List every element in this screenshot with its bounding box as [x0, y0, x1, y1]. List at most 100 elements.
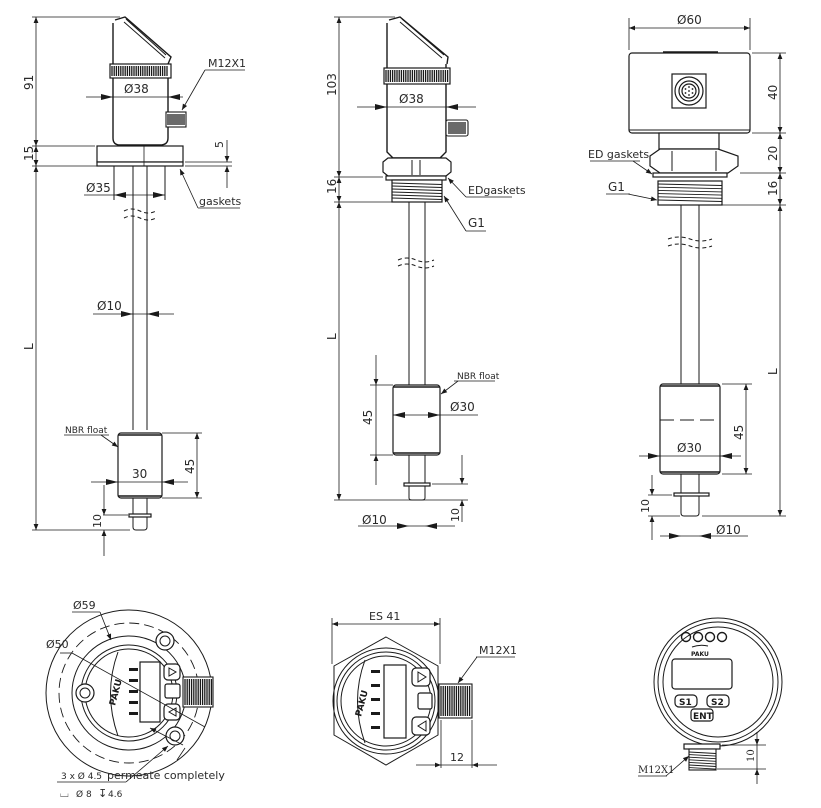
- pattern-line: [688, 764, 717, 767]
- dim-head-diameter: Ø38: [124, 82, 149, 96]
- dim-16: 16: [325, 179, 339, 194]
- hex-nut: [649, 148, 739, 174]
- pattern-line: [657, 199, 723, 202]
- dim-float-diameter: Ø30: [677, 441, 702, 455]
- button-s1-label: S1: [679, 698, 692, 708]
- dim-tip-length: 10: [639, 499, 652, 513]
- button-s1[interactable]: [674, 694, 698, 708]
- label-g1: G1: [608, 180, 625, 194]
- float: [659, 383, 721, 475]
- note-depth: 4.6: [108, 790, 123, 800]
- counterbore-symbol: ⌴: [60, 787, 69, 800]
- dim-head-diameter: Ø38: [399, 92, 424, 106]
- pattern-line: [688, 756, 717, 760]
- pattern-line: [391, 197, 443, 200]
- dim-connector-length: 10: [746, 749, 757, 762]
- connector-pin: [684, 88, 687, 90]
- pattern-line: [391, 185, 443, 188]
- nbr-float: [392, 384, 441, 456]
- note-permeate: permeate completely: [107, 769, 225, 782]
- led-indicator: [716, 631, 728, 643]
- led-marker: [129, 679, 138, 682]
- led-indicator: [704, 631, 716, 643]
- dim-housing-height: 40: [766, 85, 780, 100]
- led-marker: [129, 701, 138, 704]
- dim-91: 91: [22, 75, 36, 90]
- label-float: NBR float: [65, 426, 108, 436]
- dim-L: L: [22, 343, 36, 350]
- dim-rod-diameter: Ø10: [716, 523, 741, 537]
- leader-d50: [71, 652, 206, 728]
- dim-103: 103: [325, 73, 339, 96]
- dim-thread-height: 16: [766, 181, 780, 196]
- led-marker: [371, 726, 380, 729]
- dim-inner-diameter: Ø50: [46, 638, 69, 651]
- dim-L: L: [325, 333, 339, 340]
- bolt-hole: [165, 726, 185, 746]
- gasket: [96, 161, 184, 167]
- dim-connector-length: 12: [450, 751, 464, 764]
- connector-pin: [688, 86, 690, 88]
- connector-knurl: [167, 114, 185, 125]
- label-connector: M12X1: [208, 57, 246, 70]
- button-down: [411, 716, 431, 736]
- dim-flange-diameter: Ø35: [86, 181, 111, 195]
- led-marker: [371, 670, 380, 673]
- button-s2-label: S2: [711, 698, 724, 708]
- label-ed-gaskets: ED gaskets: [588, 148, 649, 161]
- dim-L: L: [766, 368, 780, 375]
- dim-neck-height: 20: [766, 146, 780, 161]
- dim-rod-diameter: Ø10: [362, 513, 387, 527]
- m12-connector: [438, 683, 473, 719]
- pattern-line: [688, 751, 717, 754]
- dim-housing-diameter: Ø60: [677, 13, 702, 27]
- dim-tip-length: 10: [449, 508, 462, 522]
- label-float: NBR float: [457, 372, 500, 382]
- dim-float-height: 45: [183, 459, 197, 474]
- led-marker: [371, 684, 380, 687]
- pattern-line: [688, 759, 717, 762]
- view-hex-top: PAKU ES 41 M12X1 12: [331, 610, 517, 768]
- lcd-window: [139, 661, 161, 723]
- dim-tip-length: 10: [91, 514, 104, 528]
- brand-logo: PAKU: [691, 651, 709, 658]
- break-mark: [123, 208, 157, 221]
- break-mark: [397, 257, 435, 269]
- break-mark: [667, 236, 713, 249]
- connector-knurl: [184, 679, 213, 705]
- pattern-line: [688, 767, 717, 770]
- view-round-top: PAKU S1 S2 ENT M12X1 10: [638, 617, 783, 784]
- note-counterbore-diameter: Ø 8: [76, 789, 92, 800]
- pattern-line: [391, 191, 443, 194]
- hex-outline: [333, 636, 439, 766]
- connector-pin: [691, 88, 694, 90]
- dim-across-flats: ES 41: [369, 610, 400, 623]
- status-leds: [371, 670, 380, 729]
- connector-pins: [684, 86, 694, 96]
- connector-pin: [688, 94, 690, 96]
- m12-connector: [688, 748, 717, 771]
- connector-knurl: [440, 686, 471, 716]
- pattern-line: [657, 189, 723, 193]
- button-s2[interactable]: [706, 694, 730, 708]
- depth-symbol: ↧: [98, 787, 107, 800]
- head-body: [112, 16, 172, 146]
- thread-lines: [391, 182, 443, 200]
- pattern-line: [657, 183, 723, 186]
- led-indicator: [680, 631, 692, 643]
- bolt-hole: [75, 683, 95, 703]
- label-gaskets: gaskets: [199, 195, 242, 208]
- connector-pin: [688, 90, 690, 92]
- bolt-hole: [155, 631, 175, 651]
- view-flange-top: PAKU Ø59 Ø50 3 x Ø 4.5 permeate complete…: [45, 599, 225, 800]
- dim-outer-diameter: Ø59: [73, 599, 96, 612]
- dim-15: 15: [22, 146, 36, 161]
- note-hole-count: 3 x Ø 4.5: [61, 771, 102, 782]
- brand-logo: PAKU: [354, 689, 371, 718]
- nbr-float: [117, 432, 163, 499]
- dim-float-diameter: Ø30: [450, 400, 475, 414]
- button-ent[interactable]: [690, 708, 714, 722]
- button-up: [163, 663, 181, 681]
- label-connector: M12X1: [479, 644, 517, 657]
